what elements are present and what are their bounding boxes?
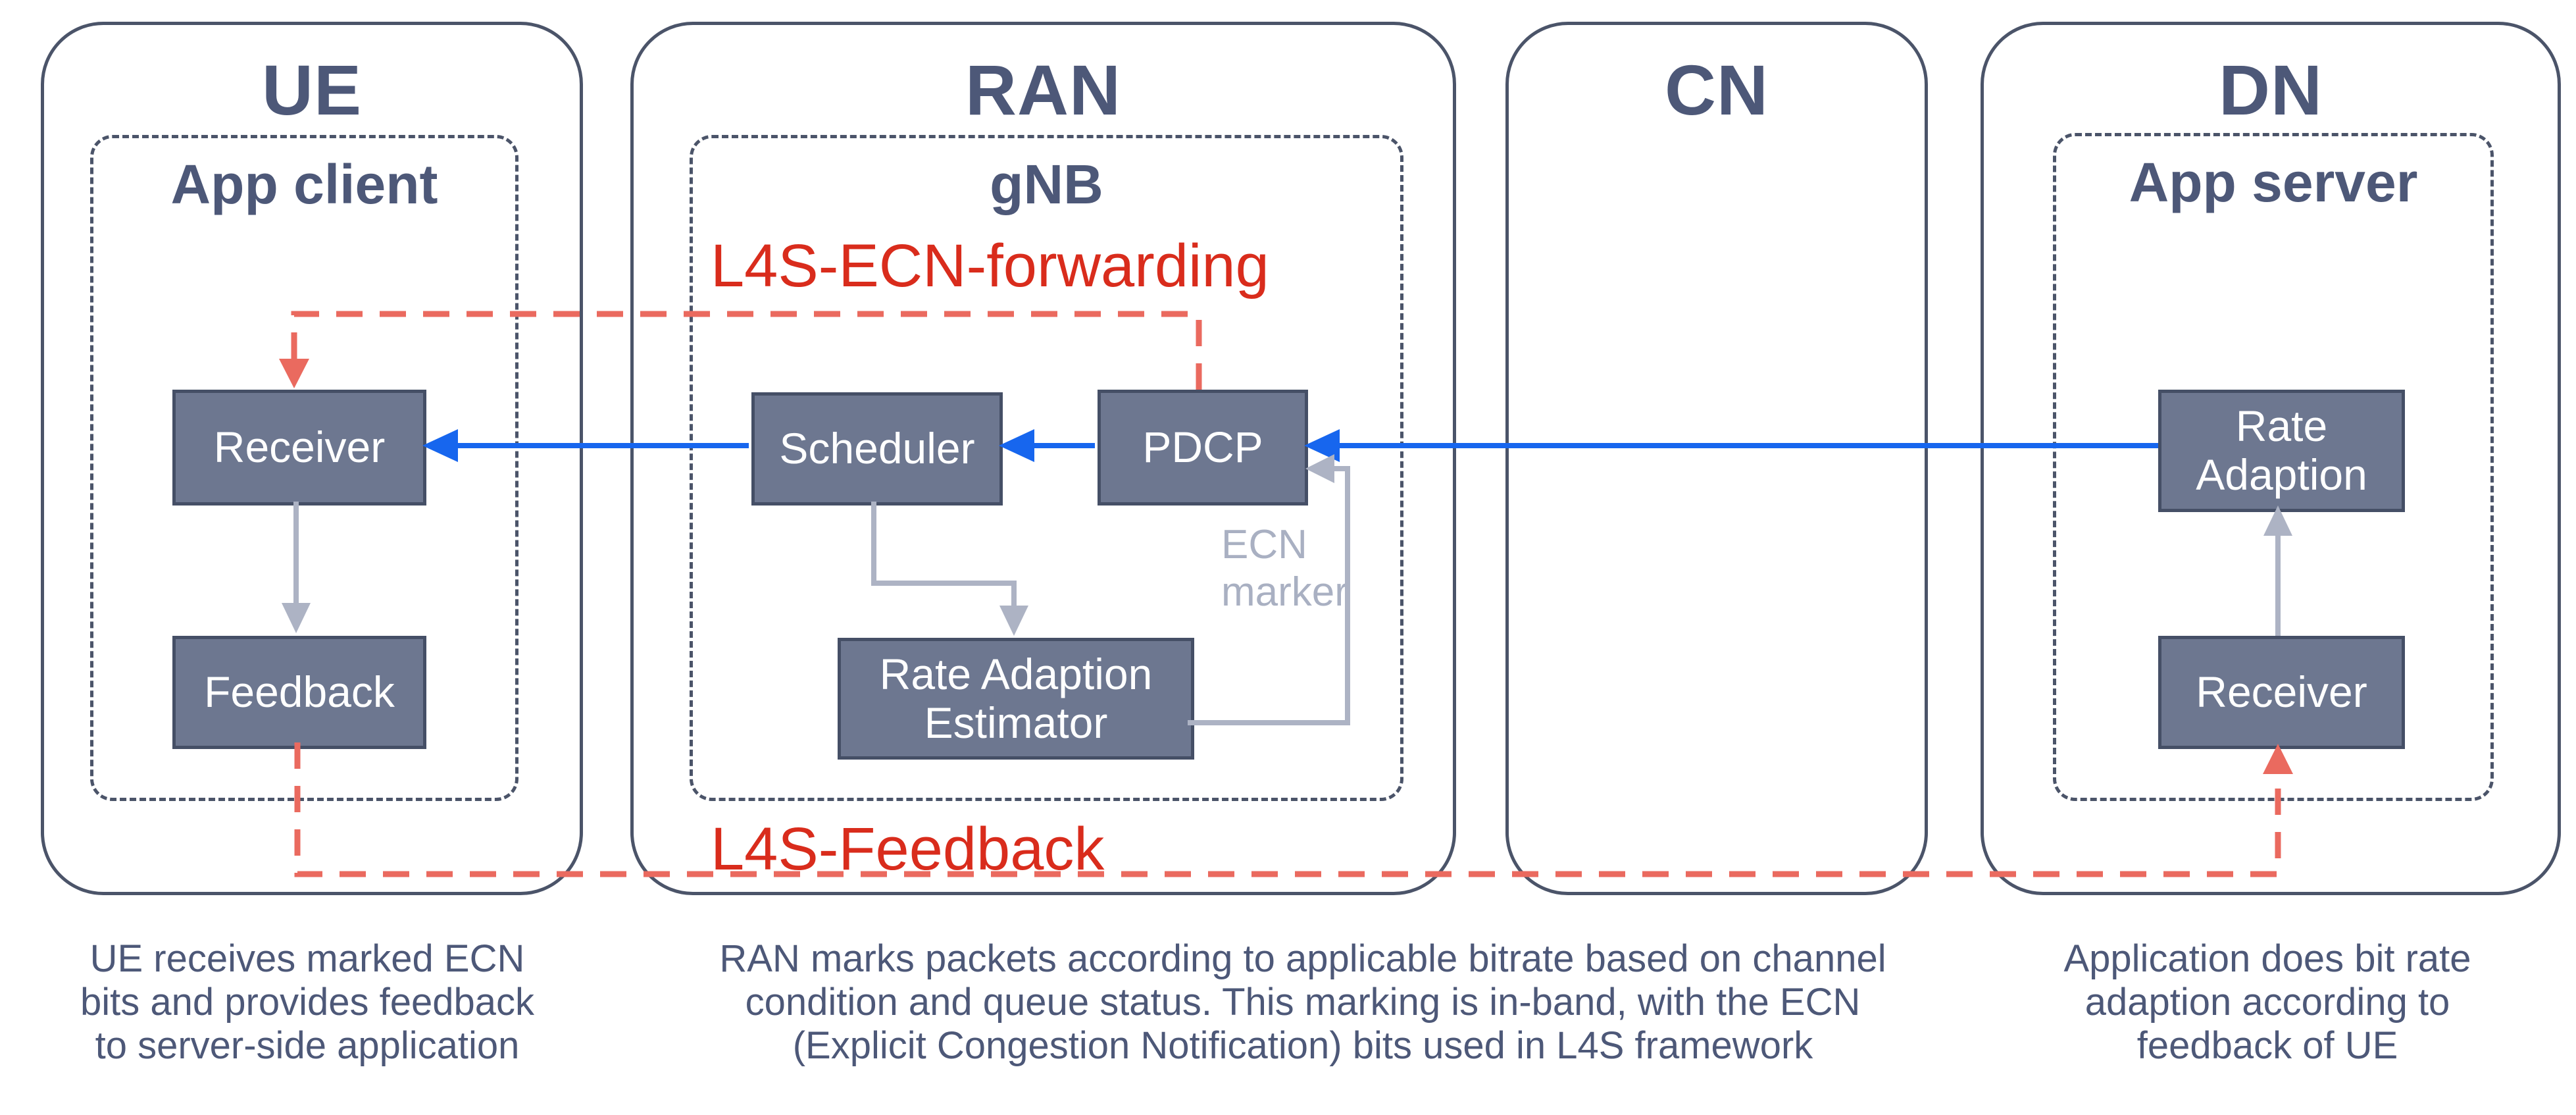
domain-box-ue: UE [41, 22, 583, 895]
inner-label-gnb: gNB [990, 153, 1103, 215]
annotation-l4s-ecn-forwarding: L4S-ECN-forwarding [711, 232, 1269, 299]
block-ran-scheduler: Scheduler [751, 392, 1003, 506]
domain-box-ran: RAN [630, 22, 1456, 895]
caption-ran: RAN marks packets according to applicabl… [719, 937, 1886, 1067]
annotation-l4s-feedback: L4S-Feedback [711, 816, 1105, 883]
inner-label-app-server: App server [2129, 151, 2418, 213]
inner-label-app-client: App client [170, 153, 438, 215]
inner-box-app-server: App server [2053, 133, 2494, 801]
block-ran-rate-adaption-estimator: Rate Adaption Estimator [838, 638, 1194, 760]
block-ue-feedback: Feedback [172, 636, 426, 749]
domain-box-cn: CN [1505, 22, 1928, 895]
caption-ue: UE receives marked ECN bits and provides… [80, 937, 534, 1067]
annotation-ecn-marker: ECN marker [1221, 522, 1348, 615]
caption-dn: Application does bit rate adaption accor… [2063, 937, 2471, 1067]
block-dn-rate-adaption: Rate Adaption [2158, 390, 2405, 512]
block-dn-receiver: Receiver [2158, 636, 2405, 749]
domain-label-dn: DN [2219, 50, 2323, 130]
block-ran-pdcp: PDCP [1098, 390, 1308, 506]
domain-label-ran: RAN [965, 50, 1121, 130]
domain-box-dn: DN [1981, 22, 2561, 895]
block-ue-receiver: Receiver [172, 390, 426, 506]
domain-label-ue: UE [261, 50, 363, 130]
domain-label-cn: CN [1665, 50, 1769, 130]
